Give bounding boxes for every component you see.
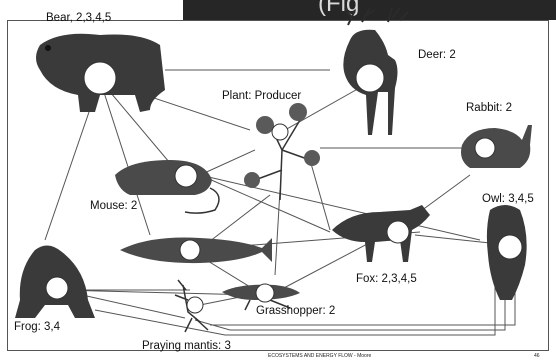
mantis-label: Praying mantis: 3 <box>142 340 231 352</box>
footer-caption: ECOSYSTEMS AND ENERGY FLOW - Moore <box>268 353 371 359</box>
bear-label: Bear, 2,3,4,5 <box>46 12 111 24</box>
page-number: 46 <box>534 353 540 359</box>
plant-illustration <box>244 103 320 200</box>
frog-label: Frog: 3,4 <box>14 321 60 333</box>
fish-illustration <box>120 238 272 264</box>
fox-illustration <box>332 205 430 262</box>
owl-label: Owl: 3,4,5 <box>482 193 534 205</box>
plant-label: Plant: Producer <box>222 90 301 102</box>
deer-label: Deer: 2 <box>418 49 456 61</box>
rabbit-illustration <box>461 125 532 168</box>
fox-label: Fox: 2,3,4,5 <box>356 273 417 285</box>
rabbit-label: Rabbit: 2 <box>466 102 512 114</box>
mouse-label: Mouse: 2 <box>90 200 137 212</box>
mantis-illustration <box>175 280 208 332</box>
owl-illustration <box>487 205 527 300</box>
bear-illustration <box>36 34 165 112</box>
grasshopper-label: Grasshopper: 2 <box>256 305 335 317</box>
frog-illustration <box>15 245 95 318</box>
deer-illustration <box>343 8 408 135</box>
